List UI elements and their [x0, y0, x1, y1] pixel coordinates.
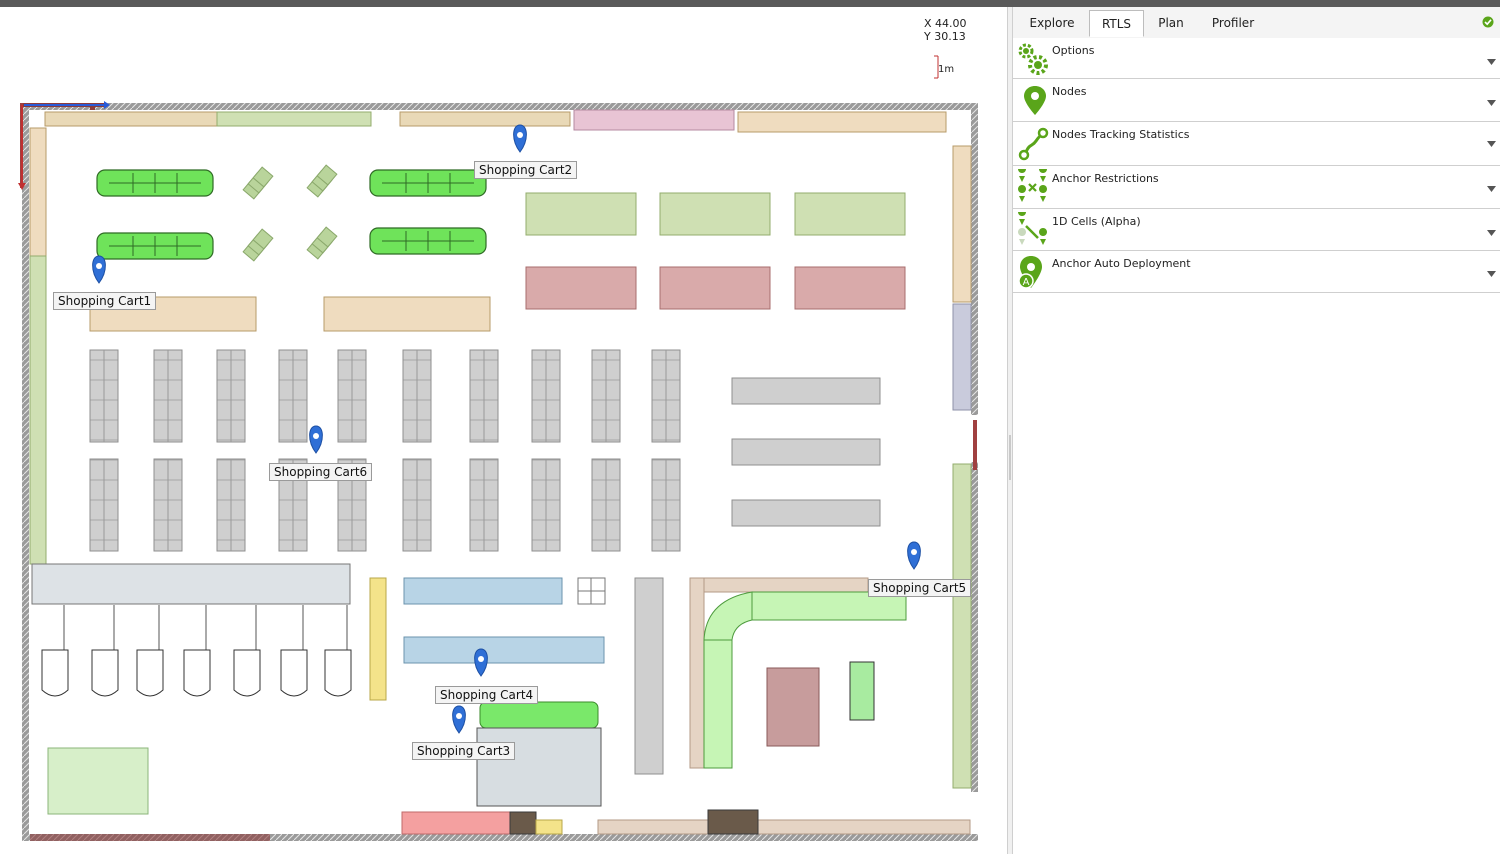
- section-anchor-restrictions[interactable]: Anchor Restrictions: [1013, 166, 1500, 209]
- check-circle-icon: [1482, 16, 1494, 28]
- cart-pin-icon[interactable]: [907, 541, 921, 570]
- section-options[interactable]: Options: [1013, 38, 1500, 79]
- upper-shelves: [89, 192, 906, 332]
- grocery-aisles: [89, 349, 681, 552]
- gears-icon: [1018, 43, 1048, 75]
- section-1d-cells[interactable]: 1D Cells (Alpha): [1013, 209, 1500, 251]
- cart-pin-icon[interactable]: [513, 124, 527, 153]
- scale-bar-icon: [934, 55, 939, 79]
- cart-pin-icon[interactable]: [92, 255, 106, 284]
- chevron-down-icon[interactable]: [1487, 186, 1496, 192]
- side-panel: Explore RTLS Plan Profiler Options Nodes: [1013, 7, 1500, 854]
- cart-label[interactable]: Shopping Cart5: [868, 579, 972, 597]
- tab-profiler[interactable]: Profiler: [1211, 16, 1255, 30]
- section-nodes-tracking-statistics[interactable]: Nodes Tracking Statistics: [1013, 122, 1500, 166]
- section-title: Nodes: [1052, 85, 1087, 98]
- tab-plan[interactable]: Plan: [1158, 16, 1184, 30]
- cart-pins[interactable]: [92, 124, 921, 734]
- axis-indicator: [18, 101, 110, 190]
- section-anchor-auto-deployment[interactable]: A Anchor Auto Deployment: [1013, 251, 1500, 293]
- tracking-path-icon: [1018, 127, 1049, 161]
- cart-label[interactable]: Shopping Cart3: [412, 742, 516, 760]
- section-nodes[interactable]: Nodes: [1013, 79, 1500, 122]
- anchor-auto-deploy-icon: A: [1018, 256, 1042, 289]
- cart-label[interactable]: Shopping Cart2: [474, 161, 578, 179]
- svg-text:A: A: [1023, 277, 1030, 288]
- tab-rtls[interactable]: RTLS: [1089, 10, 1144, 37]
- cart-pin-icon[interactable]: [452, 705, 466, 734]
- cursor-coordinates: X 44.00 Y 30.13: [924, 17, 967, 43]
- perimeter-shelves: [29, 109, 972, 835]
- scale-label: 1m: [938, 64, 955, 75]
- tab-explore[interactable]: Explore: [1029, 16, 1075, 30]
- one-d-cells-icon: [1018, 212, 1048, 245]
- cart-label[interactable]: Shopping Cart6: [269, 463, 373, 481]
- cart-label[interactable]: Shopping Cart4: [435, 686, 539, 704]
- tab-bar: Explore RTLS Plan Profiler: [1013, 7, 1500, 39]
- panel-splitter[interactable]: [1007, 7, 1013, 854]
- cart-pin-icon[interactable]: [309, 425, 323, 454]
- horizontal-racks: [634, 377, 881, 775]
- cart-pin-icon[interactable]: [474, 648, 488, 677]
- cart-label[interactable]: Shopping Cart1: [53, 292, 157, 310]
- section-title: Nodes Tracking Statistics: [1052, 128, 1190, 141]
- checkout-area: [31, 563, 352, 697]
- y-coordinate: Y 30.13: [924, 30, 966, 43]
- section-title: Anchor Restrictions: [1052, 172, 1159, 185]
- top-bar: [0, 0, 1500, 7]
- chevron-down-icon[interactable]: [1487, 271, 1496, 277]
- splitter-grip[interactable]: [1009, 435, 1011, 480]
- section-title: 1D Cells (Alpha): [1052, 215, 1141, 228]
- chevron-down-icon[interactable]: [1487, 230, 1496, 236]
- chevron-down-icon[interactable]: [1487, 100, 1496, 106]
- location-pin-icon: [1024, 86, 1046, 115]
- chevron-down-icon[interactable]: [1487, 141, 1496, 147]
- section-title: Options: [1052, 44, 1095, 57]
- section-title: Anchor Auto Deployment: [1052, 257, 1191, 270]
- x-coordinate: X 44.00: [924, 17, 967, 30]
- freezers: [47, 577, 875, 815]
- chevron-down-icon[interactable]: [1487, 59, 1496, 65]
- fruit-stands: [242, 164, 338, 262]
- produce-cases: [96, 169, 487, 260]
- anchor-restrictions-icon: [1018, 169, 1048, 202]
